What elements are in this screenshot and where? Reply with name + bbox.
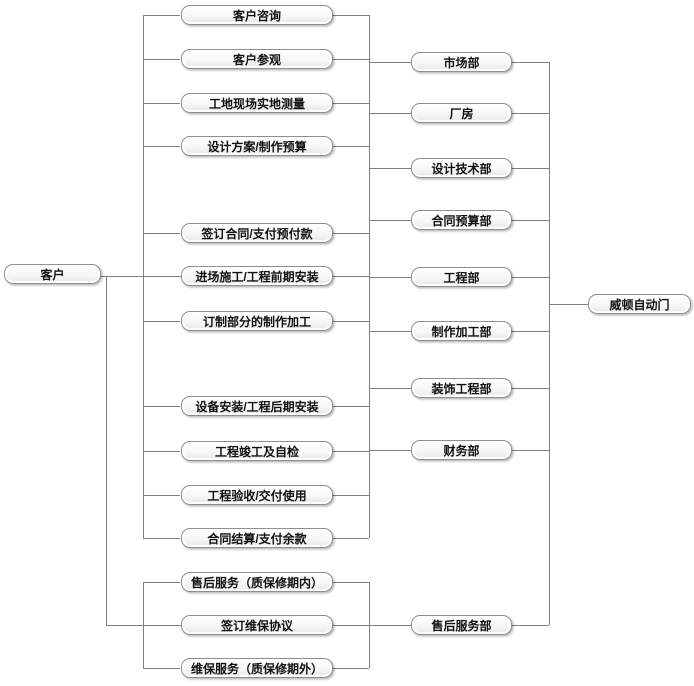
connector-line [333, 668, 369, 669]
step-customer-inquiry: 客户咨询 [181, 5, 333, 25]
connector-line [512, 331, 549, 332]
connector-line [101, 276, 181, 277]
connector-line [512, 220, 549, 221]
connector-line [333, 451, 369, 452]
connector-line [333, 146, 369, 147]
dept-engineering: 工程部 [411, 267, 512, 287]
connector-line [333, 276, 369, 277]
connector-line [549, 62, 550, 625]
connector-line [333, 406, 369, 407]
connector-line [143, 59, 180, 60]
connector-line [143, 146, 180, 147]
connector-line [333, 233, 369, 234]
connector-line [333, 625, 411, 626]
connector-line [512, 168, 549, 169]
dept-aftersales: 售后服务部 [411, 615, 512, 635]
customer-box: 客户 [4, 264, 101, 284]
connector-line [333, 321, 369, 322]
connector-line [143, 233, 180, 234]
connector-line [143, 15, 180, 16]
dept-factory: 厂房 [411, 103, 512, 123]
step-design-budget: 设计方案/制作预算 [181, 136, 333, 156]
connector-line [143, 406, 180, 407]
connector-line [512, 113, 549, 114]
step-enter-construction: 进场施工/工程前期安装 [181, 266, 333, 286]
connector-line [143, 451, 180, 452]
connector-line [369, 15, 370, 538]
connector-line [333, 103, 369, 104]
dept-production: 制作加工部 [411, 321, 512, 341]
dept-decoration: 装饰工程部 [411, 378, 512, 398]
step-customer-visit: 客户参观 [181, 49, 333, 69]
step-maintenance-out-warranty: 维保服务（质保修期外） [181, 658, 333, 678]
step-completion-selfcheck: 工程竣工及自检 [181, 441, 333, 461]
connector-line [512, 450, 549, 451]
connector-line [512, 625, 549, 626]
connector-line [106, 625, 181, 626]
connector-line [333, 495, 369, 496]
step-sign-contract: 签订合同/支付预付款 [181, 223, 333, 243]
connector-line [143, 668, 180, 669]
connector-line [333, 15, 369, 16]
connector-line [369, 388, 411, 389]
step-equipment-install: 设备安装/工程后期安装 [181, 396, 333, 416]
step-maintenance-agreement: 签订维保协议 [181, 615, 333, 635]
connector-line [369, 450, 411, 451]
step-site-measurement: 工地现场实地测量 [181, 93, 333, 113]
connector-line [549, 304, 588, 305]
company-box: 威顿自动门 [588, 294, 691, 314]
connector-line [143, 495, 180, 496]
dept-finance: 财务部 [411, 440, 512, 460]
step-aftersales-in-warranty: 售后服务（质保修期内） [181, 572, 333, 592]
connector-line [512, 62, 549, 63]
step-acceptance-delivery: 工程验收/交付使用 [181, 485, 333, 505]
connector-line [369, 168, 411, 169]
connector-line [369, 277, 411, 278]
connector-line [333, 59, 369, 60]
connector-line [512, 388, 549, 389]
connector-line [369, 113, 411, 114]
connector-line [333, 582, 369, 583]
dept-marketing: 市场部 [411, 52, 512, 72]
step-custom-fabrication: 订制部分的制作加工 [181, 311, 333, 331]
connector-line [369, 220, 411, 221]
connector-line [369, 62, 411, 63]
connector-line [143, 538, 180, 539]
connector-line [143, 582, 180, 583]
step-contract-settlement: 合同结算/支付余款 [181, 528, 333, 548]
dept-design-tech: 设计技术部 [411, 158, 512, 178]
dept-contract-budget: 合同预算部 [411, 210, 512, 230]
connector-line [512, 277, 549, 278]
connector-line [106, 276, 107, 625]
connector-line [143, 321, 180, 322]
connector-line [369, 331, 411, 332]
connector-line [143, 103, 180, 104]
connector-line [333, 538, 369, 539]
